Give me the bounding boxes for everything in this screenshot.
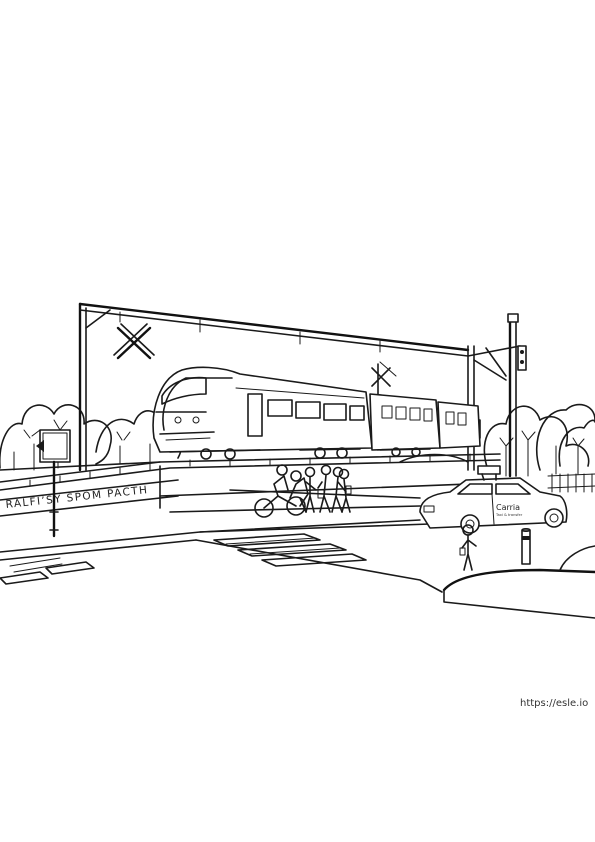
sidewalk-curb xyxy=(442,545,595,619)
crosswalk-left xyxy=(0,557,95,585)
road xyxy=(0,489,443,593)
person-near-taxi xyxy=(459,524,477,571)
pedestrians-group xyxy=(254,464,352,518)
taxi-car: Carria Taxi & transfer xyxy=(419,465,568,534)
train xyxy=(152,366,481,460)
overhead-gantry xyxy=(78,302,470,472)
watermark-text: https://esle.io xyxy=(520,698,589,709)
taxi-subtitle: Taxi & transfer xyxy=(495,513,523,517)
taxi-brand: Carria xyxy=(496,503,520,512)
tree-row-right xyxy=(483,403,595,477)
crosswalk-center xyxy=(213,533,367,567)
bollard xyxy=(521,528,531,565)
crossbuck-sign xyxy=(113,323,155,360)
roadside-sign xyxy=(36,429,71,538)
fence xyxy=(547,473,595,493)
ground-sign: RALFI’SY SPOM PACTH xyxy=(0,479,179,517)
signal-mast xyxy=(461,313,527,478)
